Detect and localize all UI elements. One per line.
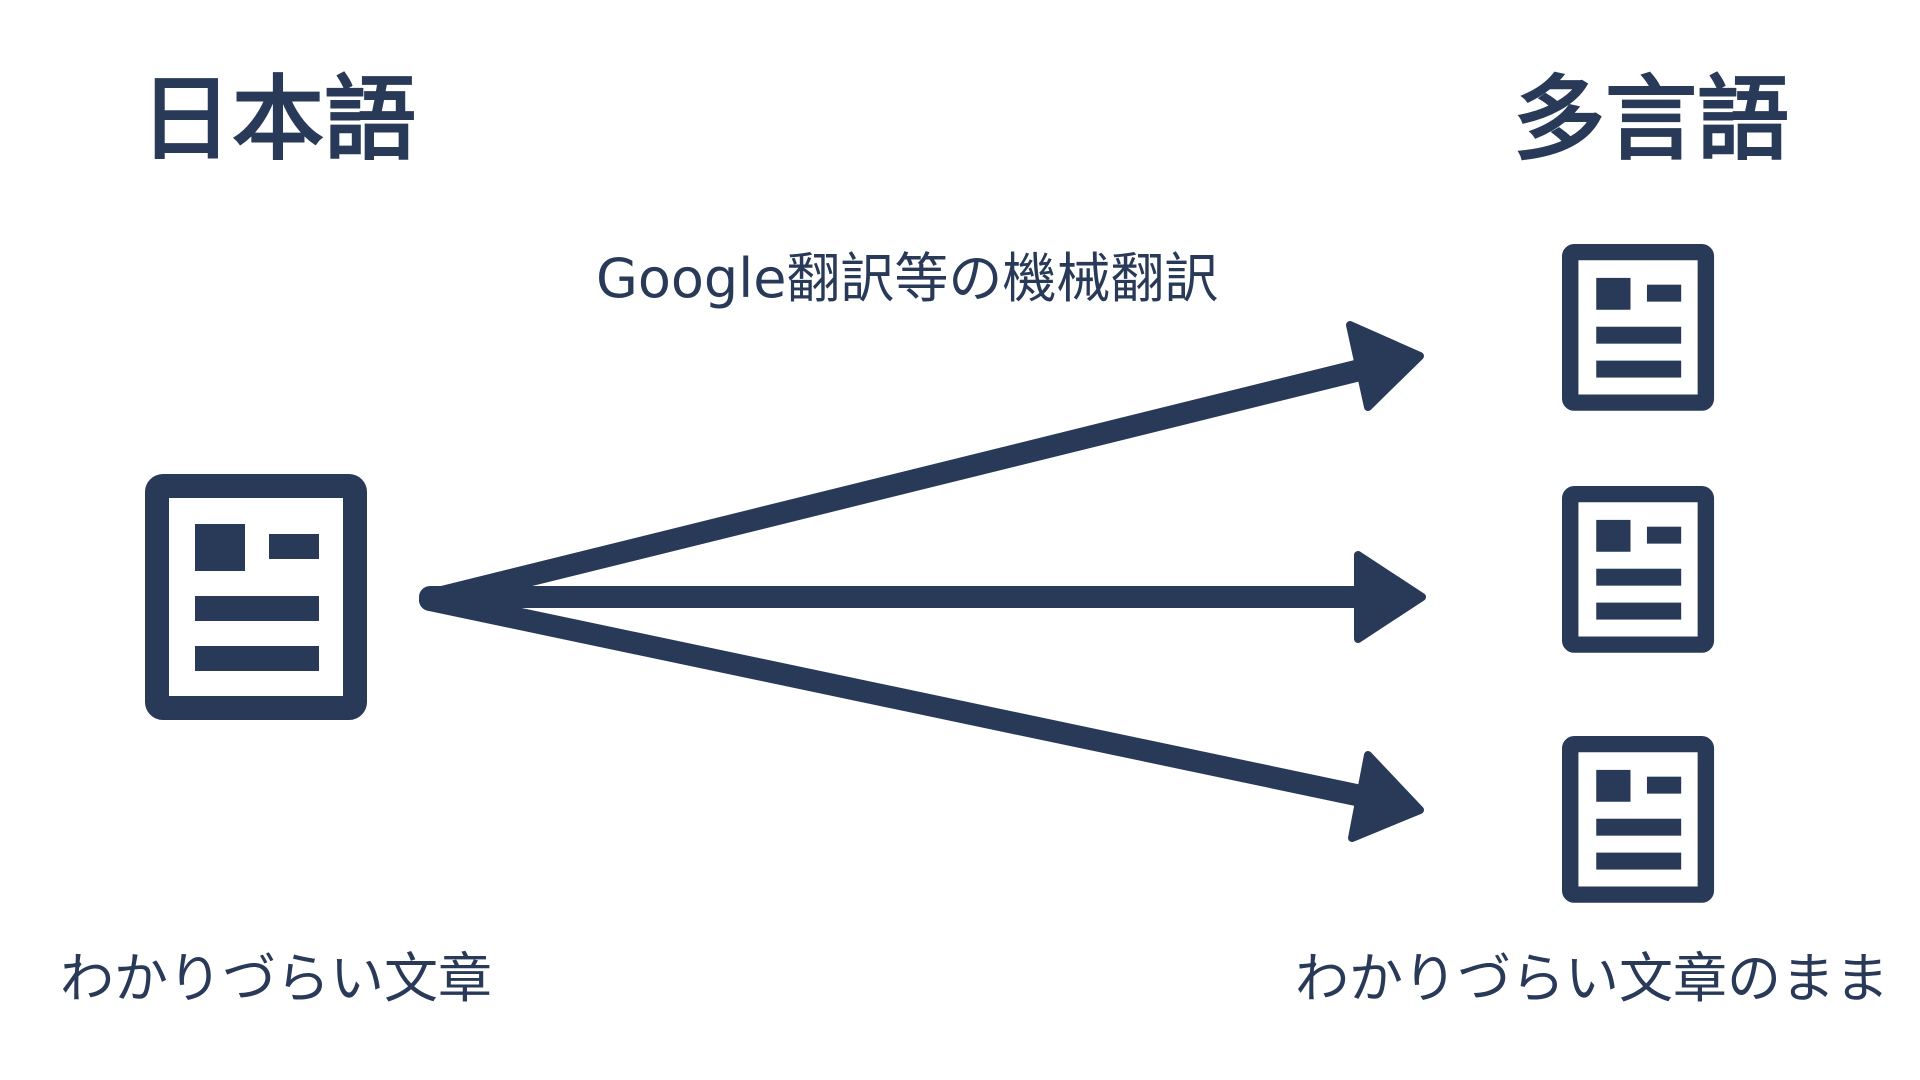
arrow-group [419,321,1426,842]
arrow-icon [419,589,1424,842]
document-icon [1570,252,1706,403]
arrow-icon [419,551,1426,643]
source-language-heading: 日本語 [140,66,417,173]
target-language-heading: 多言語 [1513,66,1790,173]
document-icon [1570,744,1706,895]
source-caption: わかりづらい文章 [60,947,492,1010]
arrow-icon [419,321,1424,611]
document-icon [157,486,355,708]
target-caption: わかりづらい文章のまま [1295,947,1889,1010]
translation-method-label: Google翻訳等の機械翻訳 [596,247,1219,310]
document-icon [1570,494,1706,645]
